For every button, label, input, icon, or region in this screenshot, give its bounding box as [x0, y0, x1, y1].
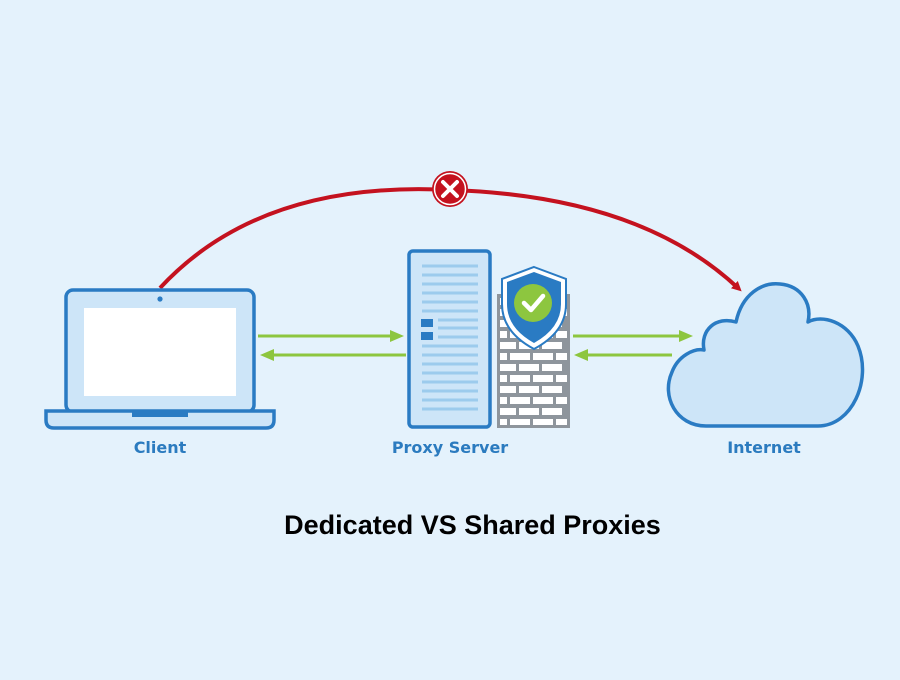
shield-check-icon	[501, 265, 567, 351]
x-circle-icon	[432, 171, 468, 207]
proxy-internet-arrows	[573, 330, 693, 361]
proxy-server-label: Proxy Server	[391, 438, 509, 457]
caption-title: Dedicated VS Shared Proxies	[284, 510, 661, 540]
laptop-icon	[44, 288, 276, 430]
client-proxy-arrows	[258, 330, 406, 361]
server-tower-icon	[407, 249, 492, 429]
cloud-icon	[666, 282, 865, 428]
internet-label: Internet	[727, 438, 801, 457]
client-label: Client	[133, 438, 187, 457]
